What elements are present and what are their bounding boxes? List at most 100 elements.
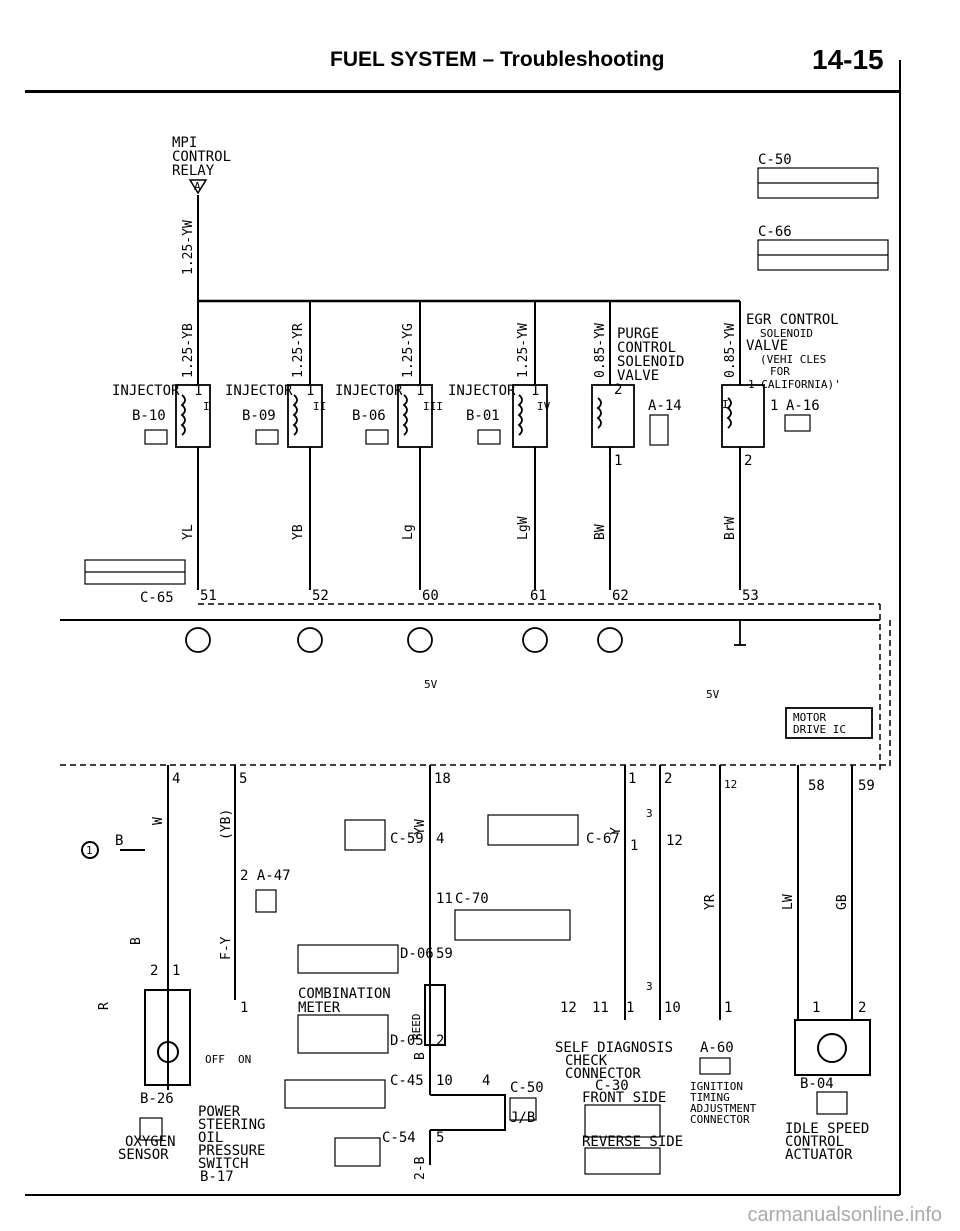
yb-wire: (YB) (219, 809, 234, 840)
injector-2-roman: II (313, 400, 326, 413)
ign-label-4: CONNECTOR (690, 1113, 750, 1126)
connector-b17: B-17 (200, 1169, 234, 1185)
injector-2-label: INJECTOR (225, 383, 293, 399)
ps-label-5: SWITCH (198, 1156, 249, 1172)
injector-2-pin: 1 (306, 383, 314, 399)
purge-pin-bot: 1 (614, 453, 622, 469)
reverse-side-label: REVERSE SIDE (582, 1134, 683, 1150)
egr-wire-low: BrW (723, 516, 738, 540)
egr-pin-one: 1 (770, 398, 778, 414)
ecu-5v-label: 5V (424, 678, 438, 691)
injector-1-ecu-pin: 51 (200, 588, 217, 604)
ign-label-1: IGNITION (690, 1080, 743, 1093)
header-rule (25, 90, 900, 93)
motor-drive-label-1: MOTOR (793, 711, 826, 724)
self-diag-2: CHECK (565, 1053, 608, 1069)
reed-label: REED (410, 1014, 423, 1041)
purge-wire: 0.85-YW (593, 323, 608, 378)
c54-pin: 5 (436, 1130, 444, 1146)
egr-label-4: (VEHI CLES (760, 353, 826, 366)
ps-label-4: PRESSURE (198, 1143, 265, 1159)
pin-3b: 3 (646, 980, 653, 993)
page-title: FUEL SYSTEM – Troubleshooting (330, 48, 665, 71)
c70-pin: 11 (436, 891, 453, 907)
relay-label-2: CONTROL (172, 149, 231, 165)
ps-label-2: STEERING (198, 1117, 265, 1133)
idle-label-2: CONTROL (785, 1134, 844, 1150)
ecu-5v-label-2: 5V (706, 688, 720, 701)
connector-c45: C-45 (390, 1073, 424, 1089)
meter-label-1: COMBINATION (298, 986, 391, 1002)
ecu-pin-5: 5 (239, 771, 247, 787)
injector-3-pin: 1 (416, 383, 424, 399)
ecu-pin-58: 58 (808, 778, 825, 794)
injector-3-wire-low: Lg (401, 524, 416, 540)
ecu-pin-4: 4 (172, 771, 180, 787)
injector-1-conn: B-10 (132, 408, 166, 424)
d05-pin: 2 (436, 1033, 444, 1049)
yr-wire: YR (703, 894, 718, 910)
egr-pin-top: I (722, 398, 729, 411)
injector-4-conn: B-01 (466, 408, 500, 424)
relay-pin: A (194, 180, 201, 193)
ign-label-2: TIMING (690, 1091, 730, 1104)
injector-3-wire: 1.25-YG (401, 323, 416, 378)
purge-label-4: VALVE (617, 368, 659, 384)
ecu-pin-18: 18 (434, 771, 451, 787)
pin-2: 2 (150, 963, 158, 979)
connector-c66: C-66 (758, 224, 792, 240)
watermark: carmanualsonline.info (747, 1204, 942, 1226)
ecu-pin-12: 12 (724, 778, 737, 791)
c67-pin: 1 (630, 838, 638, 854)
meter-label-2: METER (298, 1000, 341, 1016)
pin-1: 1 (626, 1000, 634, 1016)
purge-wire-low: BW (593, 524, 608, 540)
b-wire: B (129, 937, 144, 945)
motor-drive-label-2: DRIVE IC (793, 723, 846, 736)
injector-1-pin: 1 (194, 383, 202, 399)
connector-d06: D-06 (400, 946, 434, 962)
pin-1d: 1 (240, 1000, 248, 1016)
front-side-label: FRONT SIDE (582, 1090, 666, 1106)
jb-label: J/B (510, 1110, 535, 1126)
connector-b26: B-26 (140, 1091, 174, 1107)
injector-4-wire: 1.25-YW (516, 323, 531, 378)
c59-pin: 4 (436, 831, 444, 847)
self-diag-1: SELF DIAGNOSIS (555, 1040, 673, 1056)
lw-wire: LW (781, 894, 796, 910)
connector-c67: C-67 (586, 831, 620, 847)
egr-conn: A-16 (786, 398, 820, 414)
connector-d05: D-05 (390, 1033, 424, 1049)
injector-2-wire-low: YB (291, 524, 306, 540)
egr-ecu-pin: 53 (742, 588, 759, 604)
self-diag-3: CONNECTOR (565, 1066, 641, 1082)
connector-c59: C-59 (390, 831, 424, 847)
purge-pin-top: 2 (614, 382, 622, 398)
pin-3a: 3 (646, 807, 653, 820)
idle-label-3: ACTUATOR (785, 1147, 853, 1163)
egr-label-2: SOLENOID (760, 327, 813, 340)
pin-12: 12 (666, 833, 683, 849)
relay-label-1: MPI (172, 135, 197, 151)
egr-label-5: FOR (770, 365, 790, 378)
ecu-pin-1: 1 (628, 771, 636, 787)
pin-1e: 1 (812, 1000, 820, 1016)
oxygen-label-1: OXYGEN (125, 1134, 176, 1150)
b-label: B (115, 833, 123, 849)
idle-label-1: IDLE SPEED (785, 1121, 869, 1137)
c45-pin: 10 (436, 1073, 453, 1089)
connector-a60: A-60 (700, 1040, 734, 1056)
connector-c30: C-30 (595, 1078, 629, 1094)
switch-off: OFF (205, 1053, 225, 1066)
pin-1c: 1 (172, 963, 180, 979)
injector-1-wire-low: YL (181, 524, 196, 540)
connector-c50: C-50 (758, 152, 792, 168)
oxygen-label-2: SENSOR (118, 1147, 169, 1163)
injector-3-label: INJECTOR (335, 383, 403, 399)
ign-label-3: ADJUSTMENT (690, 1102, 757, 1115)
ps-label-3: OIL (198, 1130, 223, 1146)
purge-conn: A-14 (648, 398, 682, 414)
injector-1-label: INJECTOR (112, 383, 180, 399)
y-wire: Y (609, 827, 624, 835)
